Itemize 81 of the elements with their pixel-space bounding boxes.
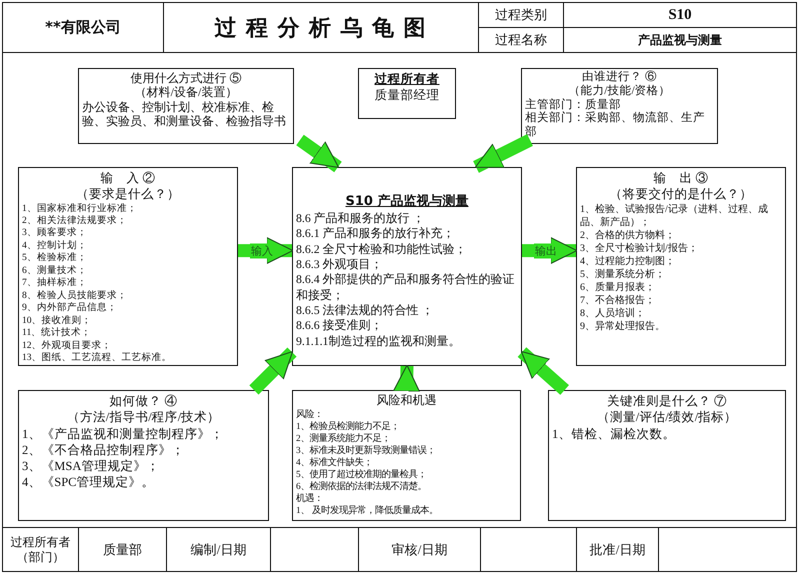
list-item: 2、《不合格品控制程序》；	[22, 442, 186, 458]
list-item: 相关部门：采购部、物流部、生产部	[525, 112, 706, 140]
list-item: 4、《SPC管理规定》。	[22, 474, 156, 490]
resource-box	[78, 68, 294, 144]
list-item: 5、使用了超过校准期的量检具；	[296, 468, 428, 481]
list-item: 1、国家标准和行业标准；	[22, 202, 138, 215]
list-item: 9.1.1.1制造过程的监视和测量。	[296, 334, 462, 349]
list-item: 风险：	[296, 408, 324, 421]
list-item: 6、检测依据的法律法规不清楚。	[296, 481, 428, 493]
input-box	[18, 167, 238, 366]
box-heading: S10 产品监视与测量	[344, 194, 470, 211]
edge-label: 输入	[250, 243, 274, 258]
list-item: 8.6 产品和服务的放行 ；	[296, 210, 426, 226]
list-item: 5、测量系统分析；	[580, 268, 666, 280]
box-subheading: 质量部经理	[374, 87, 440, 104]
list-item: 8、人员培训；	[580, 306, 646, 320]
box-subheading: （测量/评估/绩效/指标）	[596, 409, 738, 426]
list-item: 2、相关法律法规要求；	[22, 214, 128, 227]
list-item: 1、错检、漏检次数。	[552, 426, 676, 442]
block-arrow	[238, 237, 294, 264]
box-subheading: （能力/技能/资格）	[567, 84, 672, 98]
list-item: 8.6.3 外观项目；	[296, 256, 384, 272]
list-item: 办公设备、控制计划、校准标准、检验、实验员、和测量设备、检验指导书	[82, 100, 287, 129]
block-arrow	[249, 347, 297, 395]
box-subheading: （材料/设备/装置）	[134, 85, 238, 100]
list-item: 8、检验人员技能要求；	[22, 290, 128, 302]
list-item: 3、顾客要求；	[22, 227, 88, 240]
list-item: 1、《产品监视和测量控制程序》；	[22, 426, 224, 442]
block-arrow	[518, 347, 569, 395]
list-item: 8.6.1 产品和服务的放行补充；	[296, 226, 456, 242]
output-box	[576, 167, 786, 366]
list-item: 2、测量系统能力不足；	[296, 432, 392, 445]
list-item: 机遇：	[296, 493, 324, 505]
process-box	[292, 167, 522, 366]
list-item: 4、标准文件缺失；	[296, 456, 374, 469]
list-item: 3、标准未及时更新导致测量错误；	[296, 444, 437, 457]
box-heading: 如何做？ ④	[108, 393, 179, 410]
list-item: 7、不合格报告；	[580, 294, 656, 306]
list-item: 主管部门：质量部	[525, 98, 622, 111]
list-item: 12、外观项目要求；	[22, 340, 113, 352]
box-heading: 输 出 ③	[652, 170, 710, 186]
block-arrow	[296, 134, 342, 172]
list-item: 1、检验员检测能力不足；	[296, 420, 401, 433]
list-item: 9、异常处理报告。	[580, 320, 666, 332]
list-item: 8.6.4 外部提供的产品和服务符合性的验证和接受；	[296, 272, 516, 303]
edge-label: 输出	[534, 243, 558, 258]
list-item: 10、接收准则；	[22, 314, 93, 327]
block-arrow	[522, 237, 578, 264]
box-subheading: （将要交付的是什么？）	[608, 186, 754, 202]
list-item: 9、内外部产品信息；	[22, 302, 118, 315]
block-arrow	[392, 364, 420, 392]
list-item: 6、测量技术；	[22, 264, 88, 277]
personnel-box	[521, 68, 718, 144]
method-box	[18, 390, 269, 521]
owner-box	[358, 68, 456, 119]
list-item: 8.6.5 法律法规的符合性 ；	[296, 302, 434, 318]
list-item: 6、质量月报表；	[580, 280, 656, 294]
box-subheading: （方法/指导书/程序/技术）	[66, 409, 222, 426]
box-heading: 由谁进行？ ⑥	[581, 71, 658, 84]
list-item: 11、统计技术；	[22, 327, 92, 340]
list-item: 8.6.6 接受准则；	[296, 318, 384, 334]
list-item: 5、检验标准；	[22, 252, 88, 265]
box-heading: 输 入 ②	[99, 170, 157, 186]
list-item: 13、图纸、工艺流程、工艺标准。	[22, 352, 173, 365]
list-item: 4、控制计划；	[22, 240, 88, 252]
list-item: 3、全尺寸检验计划/报告；	[580, 242, 699, 254]
box-heading: 关键准则是什么？ ⑦	[606, 393, 728, 410]
block-arrow	[473, 134, 533, 173]
list-item: 8.6.2 全尺寸检验和功能性试验；	[296, 242, 468, 257]
box-heading: 使用什么方式进行 ⑤	[130, 71, 242, 86]
risk-box	[292, 390, 521, 521]
box-subheading: （要求是什么？）	[75, 186, 181, 202]
box-heading: 过程所有者	[374, 71, 440, 88]
criteria-box	[548, 390, 786, 521]
list-item: 4、过程能力控制图；	[580, 254, 676, 268]
box-heading: 风险和机遇	[376, 393, 438, 409]
list-item: 2、合格的供方物料；	[580, 228, 676, 242]
list-item: 3、《MSA管理规定》；	[22, 458, 160, 474]
list-item: 1、检验、试验报告/记录（进料、过程、成品、新产品）；	[580, 202, 769, 228]
list-item: 7、抽样标准；	[22, 277, 88, 290]
list-item: 1、 及时发现异常，降低质量成本。	[296, 505, 439, 518]
